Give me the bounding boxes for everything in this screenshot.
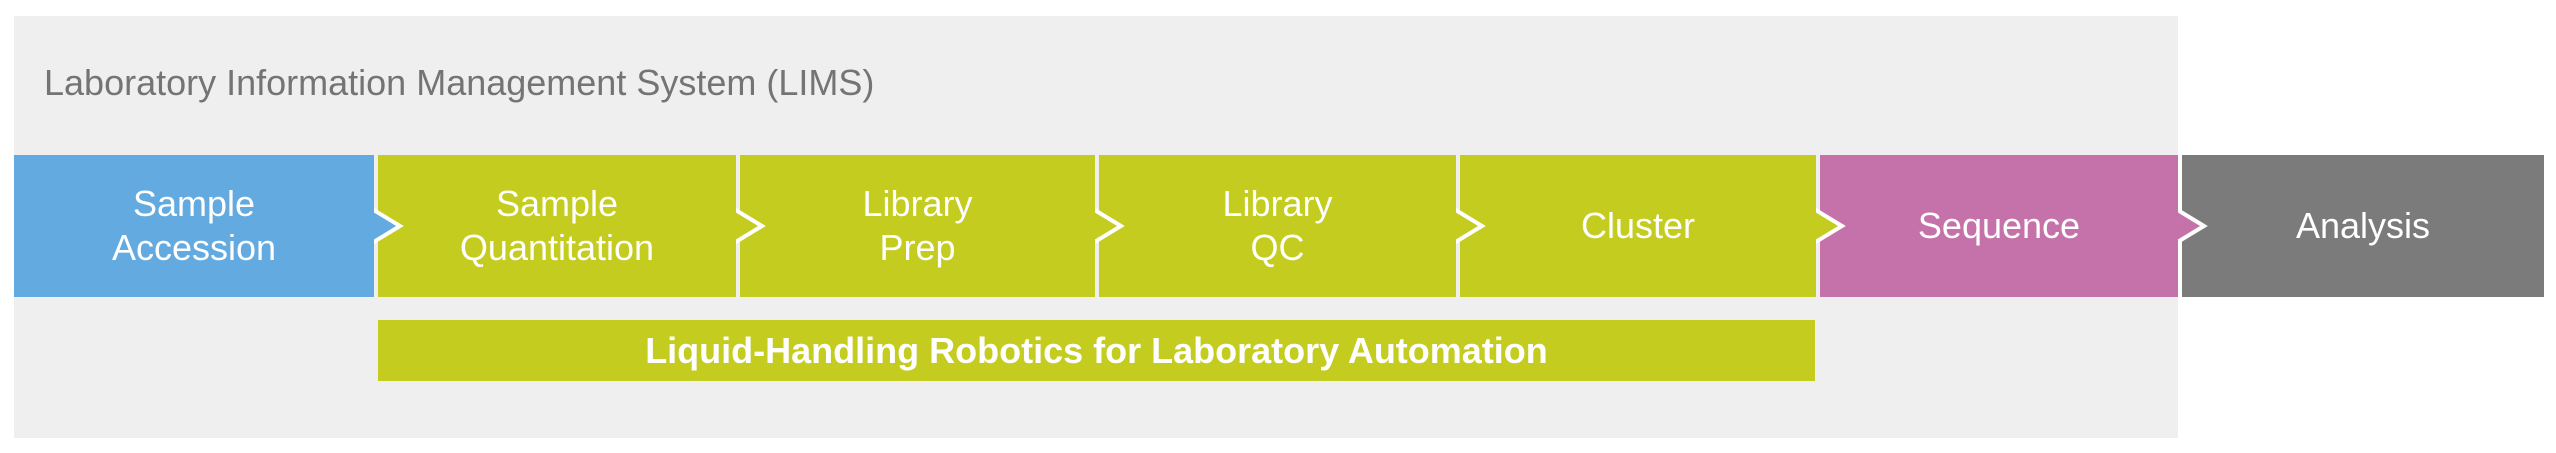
chevron-arrow-icon <box>1091 205 1125 247</box>
step-sequence: Sequence <box>1820 155 2178 297</box>
step-label: Sample Quantitation <box>459 183 655 268</box>
step-label: Analysis <box>2295 205 2431 246</box>
step-library-prep: Library Prep <box>740 155 1095 297</box>
step-label: Sequence <box>1917 205 2081 246</box>
step-library-qc: Library QC <box>1099 155 1456 297</box>
step-label: Library QC <box>1222 183 1333 268</box>
chevron-arrow-icon <box>370 205 404 247</box>
robotics-label: Liquid-Handling Robotics for Laboratory … <box>645 329 1548 371</box>
chevron-arrow-icon <box>2174 205 2208 247</box>
chevron-arrow-icon <box>1452 205 1486 247</box>
workflow-steps: Sample Accession Sample Quantitation Lib… <box>0 155 2556 297</box>
step-chevrons <box>366 205 2208 247</box>
robotics-bar: Liquid-Handling Robotics for Laboratory … <box>378 320 1815 381</box>
step-label: Sample Accession <box>111 183 277 268</box>
step-label: Library Prep <box>862 183 973 268</box>
chevron-arrow-icon <box>732 205 766 247</box>
step-label: Cluster <box>1580 205 1696 246</box>
step-sample-accession: Sample Accession <box>14 155 374 297</box>
step-cluster: Cluster <box>1460 155 1816 297</box>
chevron-arrow-icon <box>1812 205 1846 247</box>
step-sample-quantitation: Sample Quantitation <box>378 155 736 297</box>
step-analysis: Analysis <box>2182 155 2544 297</box>
lims-title: Laboratory Information Management System… <box>44 62 875 103</box>
